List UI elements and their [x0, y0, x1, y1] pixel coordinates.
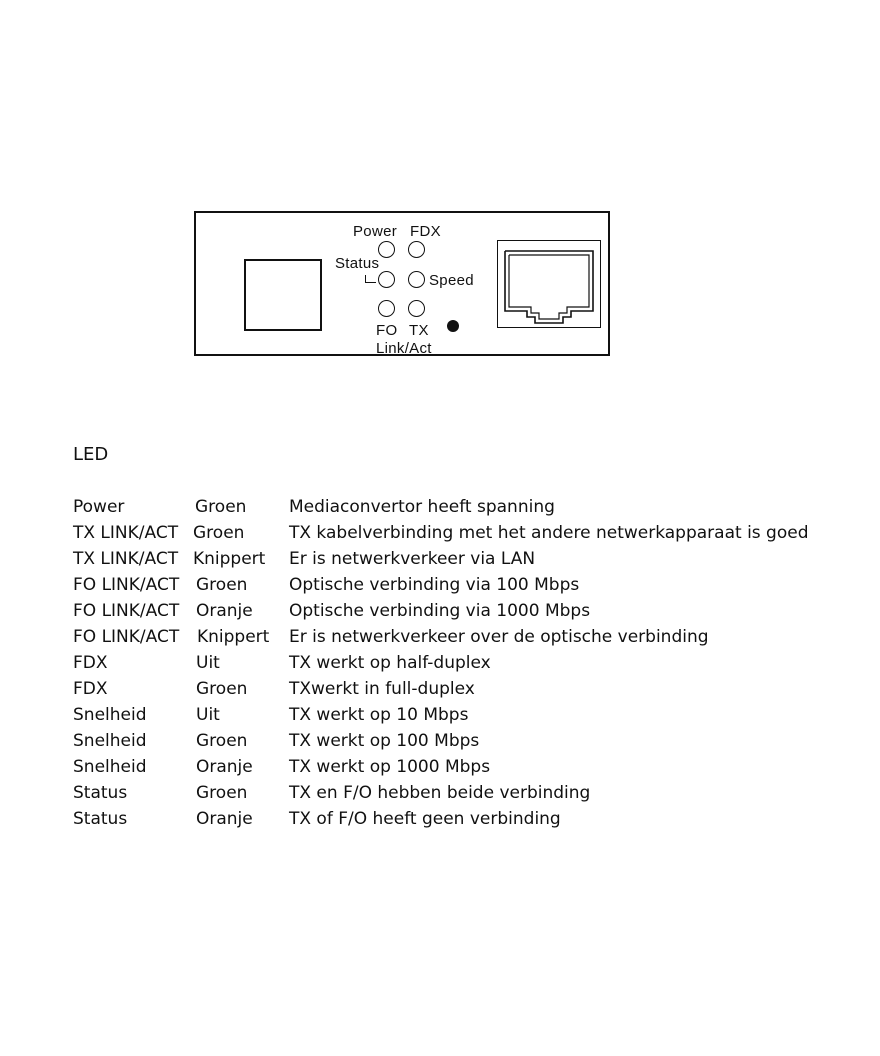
fo-led	[378, 300, 395, 317]
led-state: Uit	[196, 705, 220, 725]
rj45-port-icon	[504, 250, 594, 324]
fdx-led	[408, 241, 425, 258]
device-front-panel: Power FDX Status Speed FO TX Link/Act	[194, 211, 610, 357]
led-description: Optische verbinding via 100 Mbps	[289, 575, 580, 595]
led-name: FDX	[73, 679, 108, 699]
link-act-label: Link/Act	[376, 340, 432, 357]
led-name: Snelheid	[73, 705, 147, 725]
status-label: Status	[335, 255, 380, 272]
led-name: FO LINK/ACT	[73, 575, 180, 595]
fiber-port	[244, 259, 322, 331]
speed-led	[408, 271, 425, 288]
status-bracket	[365, 275, 376, 283]
led-description: TX werkt op 1000 Mbps	[289, 757, 491, 777]
led-state: Uit	[196, 653, 220, 673]
led-description: TX kabelverbinding met het andere netwer…	[289, 523, 809, 543]
led-description: TX werkt op half-duplex	[289, 653, 491, 673]
tx-led	[408, 300, 425, 317]
led-description: TX werkt op 100 Mbps	[289, 731, 480, 751]
fdx-label: FDX	[410, 223, 441, 240]
led-state: Groen	[196, 731, 248, 751]
led-name: Snelheid	[73, 731, 147, 751]
power-led	[378, 241, 395, 258]
led-description: Mediaconvertor heeft spanning	[289, 497, 555, 517]
led-description: TX en F/O hebben beide verbinding	[289, 783, 591, 803]
led-state: Groen	[193, 523, 245, 543]
led-name: Snelheid	[73, 757, 147, 777]
led-name: FO LINK/ACT	[73, 601, 180, 621]
led-state: Oranje	[196, 601, 253, 621]
led-name: FDX	[73, 653, 108, 673]
led-state: Groen	[196, 679, 248, 699]
rj45-port	[497, 240, 601, 328]
led-description: Er is netwerkverkeer over de optische ve…	[289, 627, 709, 647]
led-name: TX LINK/ACT	[73, 523, 179, 543]
led-name: TX LINK/ACT	[73, 549, 179, 569]
tx-label: TX	[409, 322, 429, 339]
led-state: Oranje	[196, 757, 253, 777]
status-led	[378, 271, 395, 288]
led-state: Groen	[195, 497, 247, 517]
led-state: Groen	[196, 783, 248, 803]
led-state: Oranje	[196, 809, 253, 829]
led-name: Status	[73, 783, 128, 803]
led-state: Knippert	[197, 627, 270, 647]
led-name: Power	[73, 497, 125, 517]
led-description: Optische verbinding via 1000 Mbps	[289, 601, 591, 621]
led-name: Status	[73, 809, 128, 829]
led-section-title: LED	[73, 444, 109, 465]
power-label: Power	[353, 223, 398, 240]
indicator-dot	[447, 320, 459, 332]
fo-label: FO	[376, 322, 398, 339]
speed-label: Speed	[429, 272, 474, 289]
led-description: TX of F/O heeft geen verbinding	[289, 809, 561, 829]
led-name: FO LINK/ACT	[73, 627, 180, 647]
led-description: Er is netwerkverkeer via LAN	[289, 549, 536, 569]
led-description: TXwerkt in full-duplex	[289, 679, 475, 699]
led-state: Groen	[196, 575, 248, 595]
led-state: Knippert	[193, 549, 266, 569]
led-description: TX werkt op 10 Mbps	[289, 705, 469, 725]
